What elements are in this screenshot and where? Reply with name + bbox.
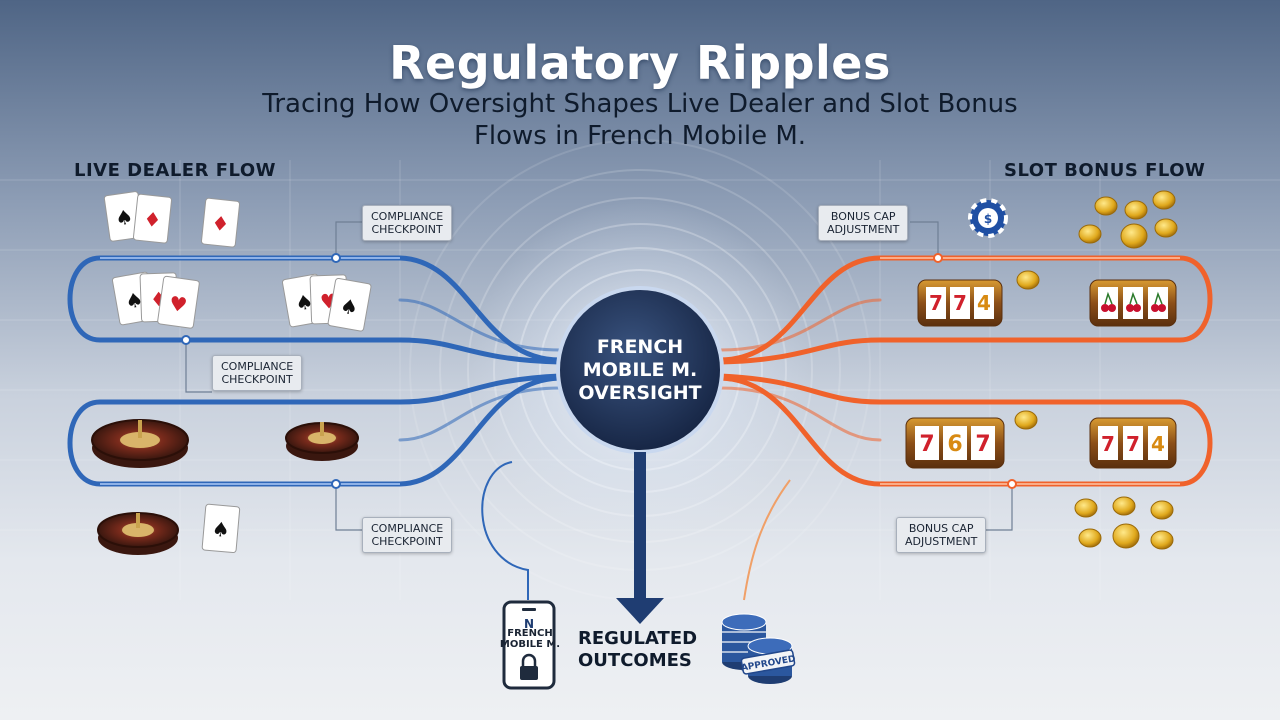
live-dealer-flow-highlights xyxy=(100,257,400,485)
compliance-checkpoint-label: Compliance Checkpoint xyxy=(362,205,453,241)
playing-cards-icon: ♠ ♦ ♥ xyxy=(111,271,200,329)
svg-text:♠: ♠ xyxy=(338,293,360,320)
casino-chip-icon xyxy=(721,613,793,684)
gold-coin-icon xyxy=(1016,190,1178,290)
casino-chip-icon: $ xyxy=(968,198,1008,238)
compliance-checkpoint-label: Compliance Checkpoint xyxy=(212,355,303,391)
svg-text:4: 4 xyxy=(977,291,991,315)
roulette-wheel-icon xyxy=(285,422,359,461)
svg-text:7: 7 xyxy=(929,291,943,315)
slot-machine-icon xyxy=(1089,279,1177,327)
page-title: Regulatory Ripples xyxy=(389,36,891,90)
roulette-wheel-icon xyxy=(97,512,179,555)
live-dealer-flow-title: LIVE DEALER FLOW xyxy=(74,160,277,181)
roulette-wheel-icon xyxy=(91,419,189,468)
svg-text:6: 6 xyxy=(947,432,962,457)
svg-text:♦: ♦ xyxy=(142,207,162,233)
svg-text:N: N xyxy=(524,617,534,631)
phone-label: FRENCH MOBILE M. xyxy=(499,628,561,650)
svg-text:7: 7 xyxy=(1101,432,1115,456)
slot-machine-icon: 7 6 7 xyxy=(905,417,1005,469)
slot-machine-icon: 7 7 4 xyxy=(1089,417,1177,469)
svg-text:♠: ♠ xyxy=(293,289,315,316)
slot-machine-icon: 7 7 4 xyxy=(917,279,1003,327)
gold-coin-icon xyxy=(1014,410,1174,550)
playing-cards-icon: ♠ ♥ ♠ xyxy=(281,273,372,332)
svg-text:♦: ♦ xyxy=(210,211,230,237)
svg-text:7: 7 xyxy=(1126,432,1140,456)
svg-text:4: 4 xyxy=(1151,432,1165,456)
compliance-checkpoint-label: Compliance Checkpoint xyxy=(362,517,453,553)
svg-text:♥: ♥ xyxy=(168,291,189,317)
playing-cards-icon: ♠ ♦ ♦ xyxy=(103,191,241,248)
playing-cards-icon: ♠ xyxy=(201,503,241,554)
svg-text:♠: ♠ xyxy=(123,287,145,314)
live-dealer-flow-lines xyxy=(67,255,563,487)
slot-bonus-flow-title: SLOT BONUS FLOW xyxy=(1004,160,1206,181)
svg-text:7: 7 xyxy=(919,432,934,457)
svg-text:7: 7 xyxy=(975,432,990,457)
regulated-outcomes-label: REGULATED OUTCOMES xyxy=(578,628,698,671)
slot-bonus-flow-highlights xyxy=(880,257,1180,485)
down-arrow-icon xyxy=(616,452,664,624)
right-outcome-curve xyxy=(743,479,791,601)
svg-text:♠: ♠ xyxy=(114,204,135,230)
slot-bonus-flow-lines xyxy=(717,255,1213,487)
mobile-phone-lock-icon: N xyxy=(502,600,556,690)
page-subtitle: Tracing How Oversight Shapes Live Dealer… xyxy=(262,89,1018,151)
bonus-cap-adjustment-label: Bonus Cap Adjustment xyxy=(818,205,909,241)
oversight-hub-label: FRENCH MOBILE M. OVERSIGHT xyxy=(578,336,702,404)
left-outcome-curve xyxy=(481,461,529,600)
bonus-cap-adjustment-label: Bonus Cap Adjustment xyxy=(896,517,987,553)
checkpoint-nodes xyxy=(181,253,341,489)
adjustment-nodes xyxy=(933,253,1017,489)
svg-text:7: 7 xyxy=(953,291,967,315)
checkpoint-connectors xyxy=(185,221,1013,531)
svg-text:♠: ♠ xyxy=(211,517,231,542)
svg-text:$: $ xyxy=(984,212,992,226)
